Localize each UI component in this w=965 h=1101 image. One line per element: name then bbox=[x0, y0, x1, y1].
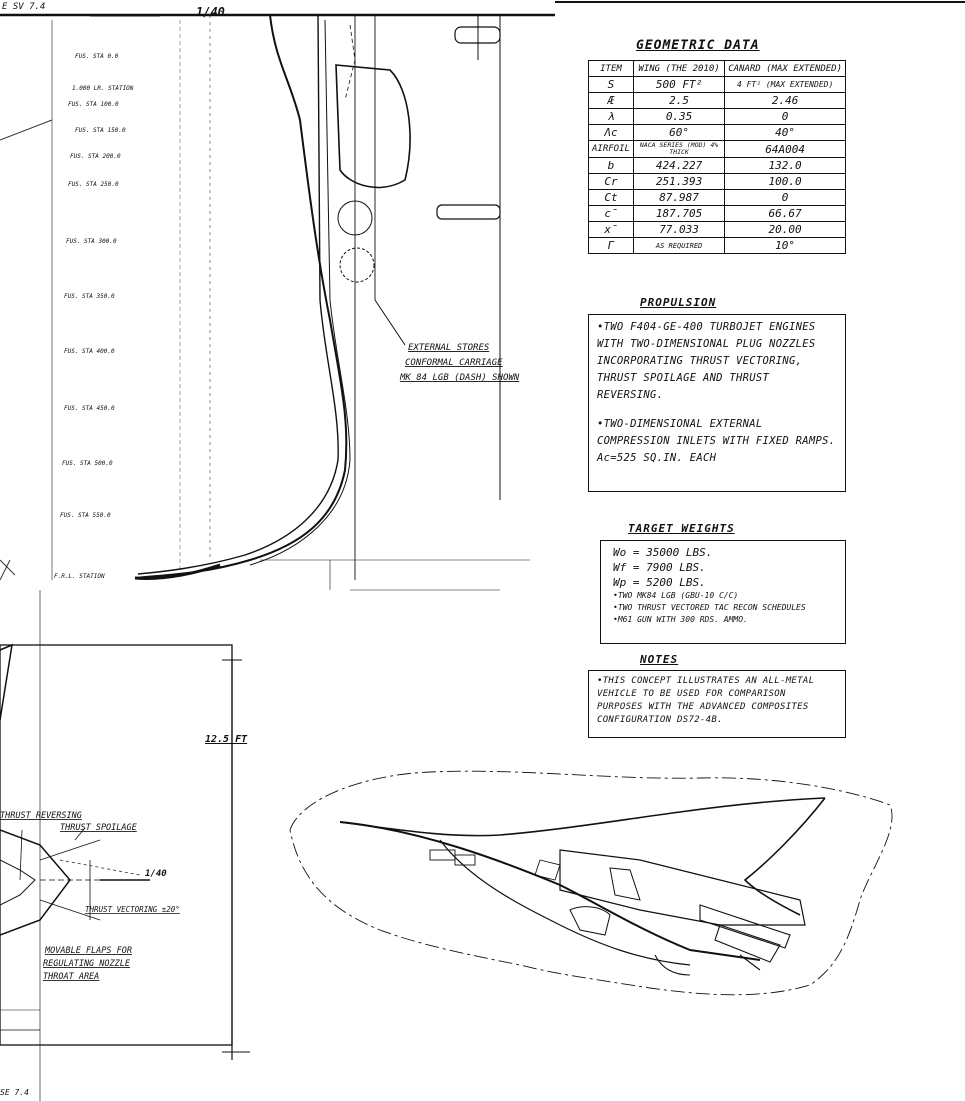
svg-text:FUS. STA 300.0: FUS. STA 300.0 bbox=[66, 238, 117, 245]
table-cell: S bbox=[588, 76, 634, 93]
table-cell: 66.67 bbox=[724, 205, 846, 222]
svg-text:FUS. STA 100.0: FUS. STA 100.0 bbox=[68, 101, 119, 108]
thrust-reversing-label: THRUST REVERSING bbox=[0, 811, 82, 821]
movable-flaps-label-2: REGULATING NOZZLE bbox=[43, 959, 131, 969]
weight-line: Wf = 7900 LBS. bbox=[613, 561, 706, 574]
table-cell: 0 bbox=[724, 108, 846, 125]
movable-flaps-label-1: MOVABLE FLAPS FOR bbox=[44, 946, 132, 956]
scale-mark: 1/40 bbox=[196, 5, 225, 19]
svg-text:FUS. STA 500.0: FUS. STA 500.0 bbox=[62, 460, 113, 467]
dim-12-5-label: 12.5 FT bbox=[205, 734, 248, 745]
table-header-row: ITEM WING (THE 2010) CANARD (MAX EXTENDE… bbox=[588, 60, 846, 77]
table-cell: 0 bbox=[724, 189, 846, 206]
svg-text:FUS. STA 150.0: FUS. STA 150.0 bbox=[75, 127, 126, 134]
table-cell: c̄ bbox=[588, 205, 634, 222]
propulsion-text-2: •TWO-DIMENSIONAL EXTERNAL COMPRESSION IN… bbox=[597, 418, 836, 464]
svg-text:FUS. STA 250.0: FUS. STA 250.0 bbox=[68, 181, 119, 188]
aircraft-isometric-sketch bbox=[289, 770, 893, 996]
table-cell: Ct bbox=[588, 189, 634, 206]
nozzle-scale-label: 1/40 bbox=[145, 869, 167, 879]
svg-text:F.R.L. STATION: F.R.L. STATION bbox=[54, 573, 105, 580]
table-cell: Cr bbox=[588, 173, 634, 190]
target-weights-box: Wo = 35000 LBS. Wf = 7900 LBS. Wp = 5200… bbox=[600, 540, 846, 644]
notes-text: •THIS CONCEPT ILLUSTRATES AN ALL-METAL V… bbox=[597, 676, 815, 725]
table-cell: 87.987 bbox=[632, 189, 726, 206]
table-cell: 10° bbox=[724, 237, 846, 254]
table-cell: x̄ bbox=[588, 221, 634, 238]
table-cell: Æ bbox=[588, 92, 634, 109]
table-cell: 40° bbox=[724, 124, 846, 141]
weight-line: Wo = 35000 LBS. bbox=[613, 546, 713, 559]
mk84-shown-label: MK 84 LGB (DASH) SHOWN bbox=[399, 373, 520, 383]
table-cell: 100.0 bbox=[724, 173, 846, 190]
table-cell: 60° bbox=[632, 124, 726, 141]
table-cell: AIRFOIL bbox=[588, 140, 634, 158]
table-cell: 251.393 bbox=[632, 173, 726, 190]
table-header-cell: WING (THE 2010) bbox=[632, 60, 726, 77]
svg-text:FUS. STA 200.0: FUS. STA 200.0 bbox=[70, 153, 121, 160]
payload-line: •TWO MK84 LGB (GBU-10 C/C) bbox=[613, 591, 739, 600]
fuselage-profile bbox=[134, 14, 530, 591]
notes-title: NOTES bbox=[640, 653, 679, 666]
table-cell: 0.35 bbox=[632, 108, 726, 125]
table-cell: λ bbox=[588, 108, 634, 125]
nozzle-view bbox=[0, 643, 250, 1060]
table-cell: 77.033 bbox=[632, 221, 726, 238]
notes-box: •THIS CONCEPT ILLUSTRATES AN ALL-METAL V… bbox=[588, 670, 846, 738]
table-cell: b bbox=[588, 157, 634, 174]
thrust-vectoring-label: THRUST VECTORING ±20° bbox=[85, 905, 180, 914]
payload-line: •TWO THRUST VECTORED TAC RECON SCHEDULES bbox=[613, 603, 806, 612]
table-cell: Γ bbox=[588, 237, 634, 254]
movable-flaps-label-3: THROAT AREA bbox=[43, 972, 99, 982]
table-cell: 64A004 bbox=[724, 140, 846, 158]
table-header-cell: ITEM bbox=[588, 60, 634, 77]
svg-text:FUS. STA 450.0: FUS. STA 450.0 bbox=[64, 405, 115, 412]
target-weights-list: Wo = 35000 LBS. Wf = 7900 LBS. Wp = 5200… bbox=[601, 541, 845, 630]
table-cell: 4 FT² (MAX EXTENDED) bbox=[724, 76, 846, 93]
conformal-carriage-label: CONFORMAL CARRIAGE bbox=[405, 358, 503, 368]
svg-text:FUS. STA 400.0: FUS. STA 400.0 bbox=[64, 348, 115, 355]
svg-text:FUS. STA 350.0: FUS. STA 350.0 bbox=[64, 293, 115, 300]
table-cell: NACA SERIES (MOD) 4% THICK bbox=[632, 140, 726, 158]
table-cell: 2.5 bbox=[632, 92, 726, 109]
geometric-data-title: GEOMETRIC DATA bbox=[636, 38, 760, 53]
propulsion-text-1: •TWO F404-GE-400 TURBOJET ENGINES WITH T… bbox=[597, 321, 816, 401]
station-labels: FUS. STA 0.0 1.000 LR. STATION FUS. STA … bbox=[54, 53, 134, 580]
payload-line: •M61 GUN WITH 300 RDS. AMMO. bbox=[613, 615, 748, 624]
geometric-data-table: ITEM WING (THE 2010) CANARD (MAX EXTENDE… bbox=[588, 60, 846, 254]
table-cell: AS REQUIRED bbox=[632, 237, 726, 254]
bottom-left-label: SE 7.4 bbox=[0, 1088, 29, 1097]
external-stores-label: EXTERNAL STORES bbox=[408, 343, 490, 353]
thrust-spoilage-label: THRUST SPOILAGE bbox=[60, 823, 138, 833]
table-header-cell: CANARD (MAX EXTENDED) bbox=[724, 60, 846, 77]
table-cell: 2.46 bbox=[724, 92, 846, 109]
table-cell: 132.0 bbox=[724, 157, 846, 174]
table-cell: 424.227 bbox=[632, 157, 726, 174]
table-cell: Λc bbox=[588, 124, 634, 141]
svg-text:1.000 LR. STATION: 1.000 LR. STATION bbox=[72, 85, 134, 92]
table-cell: 500 FT² bbox=[632, 76, 726, 93]
svg-text:FUS. STA 550.0: FUS. STA 550.0 bbox=[60, 512, 111, 519]
table-cell: 187.705 bbox=[632, 205, 726, 222]
propulsion-title: PROPULSION bbox=[640, 296, 717, 309]
table-cell: 20.00 bbox=[724, 221, 846, 238]
target-weights-title: TARGET WEIGHTS bbox=[628, 522, 735, 535]
svg-text:FUS. STA 0.0: FUS. STA 0.0 bbox=[75, 53, 119, 60]
propulsion-box: •TWO F404-GE-400 TURBOJET ENGINES WITH T… bbox=[588, 314, 846, 492]
weight-line: Wp = 5200 LBS. bbox=[613, 576, 706, 589]
top-left-text: E SV 7.4 bbox=[2, 2, 45, 12]
